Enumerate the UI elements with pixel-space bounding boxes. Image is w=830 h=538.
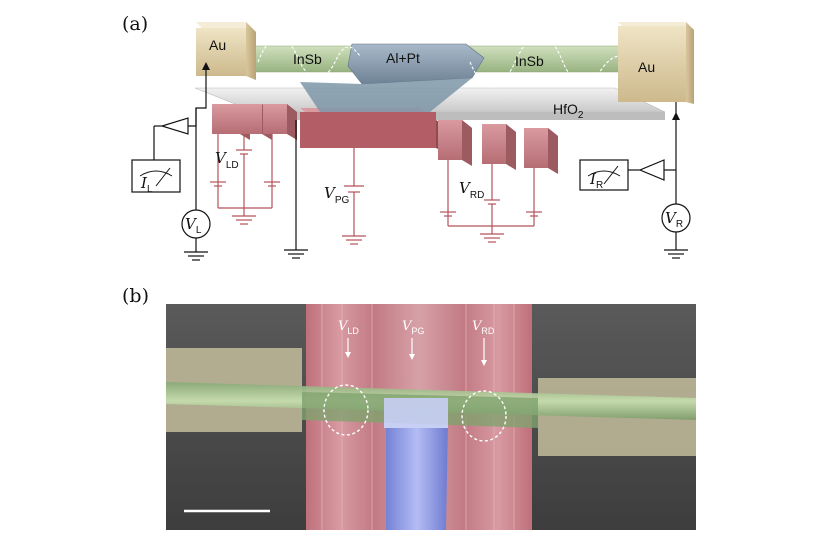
amplifier-left	[159, 117, 189, 135]
left-gate-electrode	[263, 104, 297, 140]
panel-a-label: (a)	[122, 13, 148, 35]
current-right-label: IR	[589, 170, 603, 191]
sem-al-shell	[386, 418, 448, 530]
sem-image	[166, 304, 696, 530]
v-pg-label: VPG	[324, 184, 350, 206]
sem-v-rd-label: VRD	[472, 319, 495, 336]
insb-left-label: InSb	[293, 51, 322, 67]
plunger-gate-wiring	[342, 148, 366, 245]
left-dot-marker	[323, 384, 369, 436]
amplifier-right	[638, 159, 665, 181]
al-pt-label: Al+Pt	[386, 50, 420, 66]
au-right-label: Au	[638, 59, 655, 75]
au-left-label: Au	[209, 37, 226, 53]
right-gate-electrode	[438, 120, 472, 166]
v-ld-label: VLD	[215, 149, 239, 171]
hfo2-label: HfO2	[553, 101, 584, 121]
voltage-right-label: VR	[665, 209, 683, 230]
right-gate-wiring	[440, 160, 542, 243]
plunger-gate-electrode	[300, 108, 448, 154]
al-pt-shell	[300, 43, 485, 112]
panel-b: (b)	[122, 285, 696, 530]
left-measurement-circuit: IL VL	[131, 62, 211, 261]
backgate-wire	[284, 120, 308, 259]
sem-v-pg-label: VPG	[402, 319, 424, 336]
insb-right-label: InSb	[515, 53, 544, 69]
au-contact-right	[618, 22, 694, 104]
panel-a: (a)	[122, 13, 694, 261]
v-rd-label: VRD	[459, 179, 484, 201]
right-dot-marker	[461, 390, 507, 442]
left-gate-wiring	[210, 134, 280, 225]
right-gate-electrode	[524, 128, 558, 174]
right-gate-electrode	[482, 124, 516, 170]
ammeter-left	[131, 159, 181, 193]
voltage-left-label: VL	[185, 215, 202, 236]
current-left-label: IL	[140, 174, 153, 195]
sem-v-ld-label: VLD	[338, 319, 359, 336]
right-measurement-circuit: IR VR	[579, 102, 691, 259]
ammeter-right	[579, 159, 629, 191]
panel-b-label: (b)	[122, 285, 149, 307]
